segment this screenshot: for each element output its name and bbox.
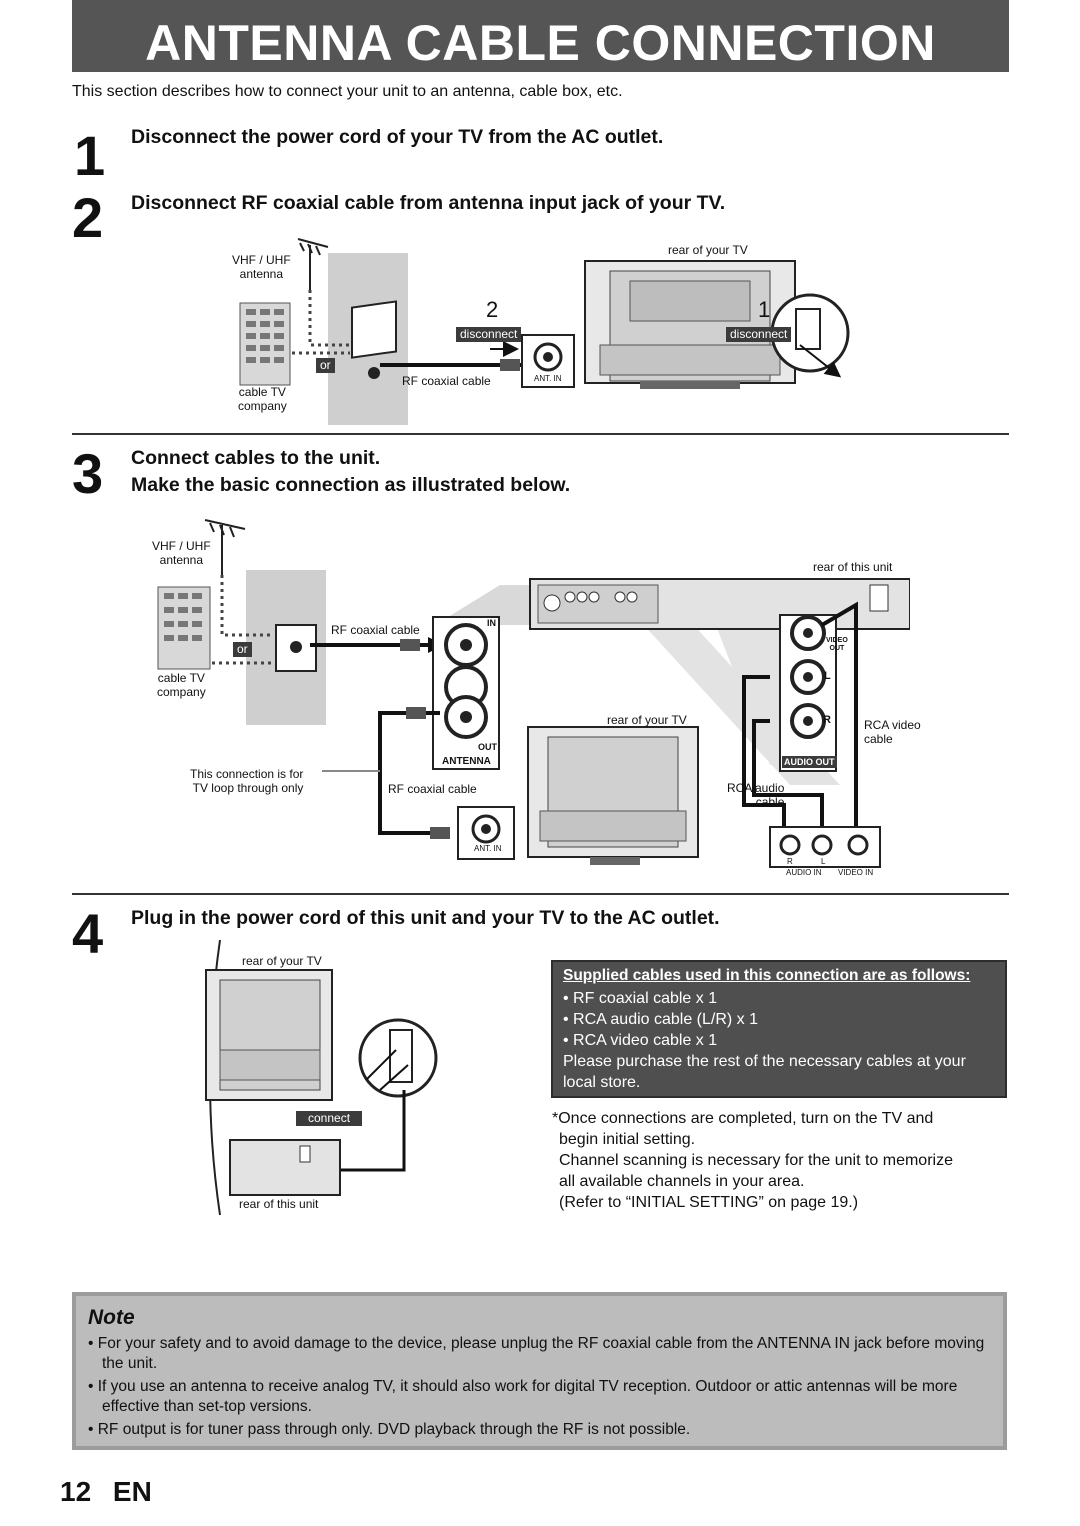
connection-diagram [157, 519, 910, 868]
step-4-number: 4 [72, 902, 104, 965]
d2-rf-cable-top: RF coaxial cable [331, 623, 420, 637]
d1-callout-2: 2 [486, 297, 499, 322]
d2-rca-audio-label: RCA audio cable [727, 781, 785, 809]
step-3-number: 3 [72, 442, 104, 505]
power-diagram [205, 940, 438, 1216]
page-title: ANTENNA CABLE CONNECTION [72, 0, 1009, 72]
d1-callout-1: 1 [758, 297, 771, 322]
d3-rear-tv-label: rear of your TV [242, 954, 322, 968]
step-1-number: 1 [74, 124, 106, 187]
supplied-item: RCA audio cable (L/R) x 1 [563, 1009, 995, 1030]
disconnect-diagram [239, 238, 850, 425]
d1-rf-cable-label: RF coaxial cable [402, 374, 491, 388]
antenna-icon [204, 519, 246, 575]
d2-r-label: R [823, 714, 831, 726]
after-line-2: begin initial setting. [559, 1131, 696, 1148]
d2-ant-in-label: ANT. IN [474, 844, 502, 853]
step-1-heading: Disconnect the power cord of your TV fro… [131, 126, 664, 148]
d1-disconnect-tag-b: disconnect [726, 327, 792, 342]
note-item: For your safety and to avoid damage to t… [88, 1334, 991, 1374]
note-title: Note [88, 1306, 135, 1329]
d3-rear-unit-label: rear of this unit [239, 1197, 319, 1211]
step-4-heading: Plug in the power cord of this unit and … [131, 907, 720, 929]
divider-1 [72, 433, 1009, 435]
d1-ant-in-label: ANT. IN [534, 374, 562, 383]
d2-video-out-label: VIDEO OUT [826, 637, 848, 652]
antenna-icon [297, 238, 329, 290]
d2-antenna-panel-label: ANTENNA [442, 756, 491, 767]
d2-rear-tv-label: rear of your TV [607, 713, 687, 727]
d2-rear-unit-label: rear of this unit [813, 560, 893, 574]
d1-disconnect-tag-a: disconnect [456, 327, 522, 342]
d2-cabletv-label: cable TV company [157, 671, 206, 699]
tv-rear-icon [205, 969, 333, 1101]
tv-rear-icon [584, 260, 796, 389]
supplied-footer: Please purchase the rest of the necessar… [563, 1053, 966, 1091]
d1-or-tag: or [316, 358, 335, 373]
building-icon [239, 302, 291, 386]
page-number: 12 EN [60, 1476, 152, 1507]
after-line-5: (Refer to “INITIAL SETTING” on page 19.) [559, 1194, 859, 1211]
building-icon [157, 586, 211, 670]
supplied-item: RF coaxial cable x 1 [563, 988, 995, 1009]
unit-rear-icon [529, 578, 910, 630]
after-line-1: *Once connections are completed, turn on… [552, 1110, 934, 1127]
note-item: RF output is for tuner pass through only… [88, 1420, 991, 1440]
tv-rear-icon [527, 726, 699, 865]
after-line-4: all available channels in your area. [559, 1173, 805, 1190]
supplied-cables-box: Supplied cables used in this connection … [551, 960, 1007, 1098]
d2-tv-r-label: R [787, 857, 793, 866]
d2-or-tag: or [233, 642, 252, 657]
supplied-heading: Supplied cables used in this connection … [563, 967, 971, 984]
divider-2 [72, 893, 1009, 895]
note-box: Note For your safety and to avoid damage… [72, 1292, 1007, 1450]
after-connection-note: *Once connections are completed, turn on… [552, 1108, 1012, 1213]
after-line-3: Channel scanning is necessary for the un… [559, 1152, 953, 1169]
unit-rear-icon [229, 1139, 341, 1196]
d2-loop-note: This connection is for TV loop through o… [190, 767, 304, 795]
d2-rca-video-label: RCA video cable [864, 718, 921, 746]
supplied-item: RCA video cable x 1 [563, 1030, 995, 1051]
d3-connect-tag: connect [296, 1111, 363, 1126]
d1-antenna-label: VHF / UHF antenna [232, 253, 291, 281]
d2-out-label: OUT [478, 742, 497, 752]
d2-l-label: L [824, 670, 831, 682]
step-2-number: 2 [72, 186, 104, 249]
d2-audio-out-label: AUDIO OUT [782, 756, 837, 768]
step-3-subheading: Make the basic connection as illustrated… [131, 474, 571, 496]
step-2-heading: Disconnect RF coaxial cable from antenna… [131, 192, 726, 214]
d2-video-in-label: VIDEO IN [838, 868, 874, 877]
d2-tv-l-label: L [821, 857, 826, 866]
intro-text: This section describes how to connect yo… [72, 83, 623, 100]
d2-rf-cable-bottom: RF coaxial cable [388, 782, 477, 796]
step-3-heading: Connect cables to the unit. [131, 447, 381, 469]
d2-audio-in-label: AUDIO IN [786, 868, 822, 877]
d2-in-label: IN [487, 618, 496, 628]
d1-rear-tv-label: rear of your TV [668, 243, 748, 257]
d1-cabletv-label: cable TV company [238, 385, 287, 413]
d2-antenna-label: VHF / UHF antenna [152, 539, 211, 567]
note-item: If you use an antenna to receive analog … [88, 1377, 991, 1417]
